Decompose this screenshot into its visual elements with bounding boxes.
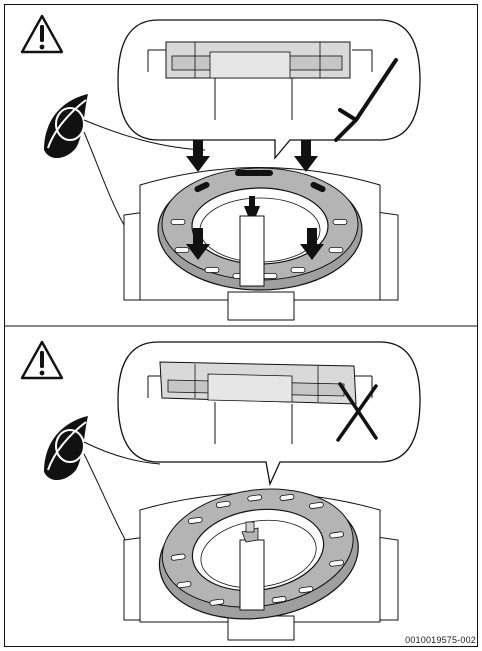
- figure-code: 0010019575-002: [405, 635, 476, 645]
- detail-gasket-tilted: [147, 361, 373, 444]
- check-icon: [334, 58, 398, 142]
- cross-icon: [336, 382, 378, 442]
- down-arrow-icon: [294, 140, 318, 172]
- eye-icon: [43, 415, 89, 482]
- inner-shaft: [239, 521, 265, 611]
- sight-line: [83, 441, 161, 546]
- warning-triangle-icon: [20, 14, 64, 54]
- panel-incorrect: [20, 340, 421, 641]
- sight-line: [83, 119, 206, 226]
- eye-icon: [43, 93, 89, 160]
- inner-shaft: [239, 196, 265, 287]
- down-arrow-icon: [186, 140, 210, 172]
- detail-gasket-seated: [147, 41, 373, 120]
- panel-correct: [20, 14, 421, 321]
- warning-triangle-icon: [20, 340, 64, 380]
